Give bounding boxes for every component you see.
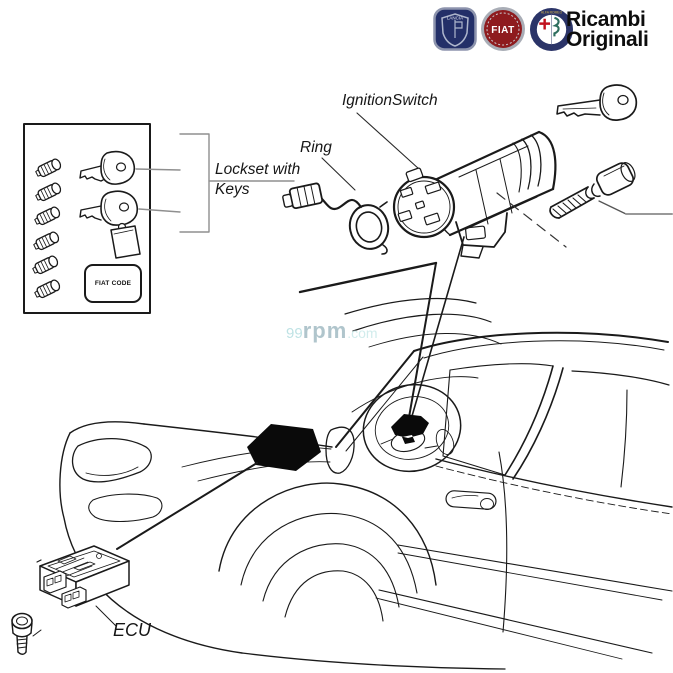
brand-logo-row: LANCIA FIAT ALFA ROMEO [433, 6, 574, 52]
watermark-rpm: rpm [302, 318, 348, 343]
fiat-logo: FIAT [481, 7, 525, 51]
brand-title: Ricambi Originali [566, 8, 649, 51]
shear-bolt-pointer-lines [496, 192, 673, 248]
car-outline [59, 297, 673, 670]
key-1 [79, 150, 136, 185]
alfa-romeo-logo: ALFA ROMEO [529, 7, 574, 51]
brand-title-line1: Ricambi [566, 8, 646, 31]
ecu-label-line [95, 605, 117, 627]
ecu-part [36, 545, 130, 609]
fiat-code-tag: FIAT CODE [84, 264, 142, 303]
lancia-logo-text: LANCIA [447, 16, 463, 21]
watermark-com: .com [347, 325, 378, 341]
brand-title-line2: Originali [566, 28, 649, 51]
ignition-switch-label-line [356, 112, 420, 170]
lock-barrels [32, 158, 62, 299]
lockset-label-line2: Keys [215, 181, 250, 198]
lockset-bracket-lines [135, 133, 295, 233]
lockset-parts-box [23, 123, 151, 314]
ignition-location-pointer [298, 236, 465, 424]
ecu-mounting-bolt-part [11, 612, 42, 655]
fiat-logo-text: FIAT [491, 25, 514, 36]
ignition-switch-part [392, 130, 557, 259]
ecu-label: ECU [113, 620, 152, 640]
ignition-location-marker [391, 414, 429, 444]
ecu-pointer-line [116, 462, 258, 550]
ecu-location-marker [247, 424, 321, 471]
ring-label-line [321, 157, 356, 191]
antenna-ring-part [282, 182, 390, 255]
lancia-logo: LANCIA [433, 7, 477, 51]
ignition-switch-label: IgnitionSwitch [342, 92, 438, 109]
lockset-label-line1: Lockset with [215, 161, 301, 178]
shear-bolt-part [549, 162, 636, 219]
fiat-code-tag-text: FIAT CODE [94, 280, 132, 287]
key-2-with-tag [79, 190, 141, 259]
spare-key-part [556, 84, 638, 121]
ring-connector [282, 182, 324, 210]
alfa-romeo-logo-text: ALFA ROMEO [541, 10, 563, 14]
watermark: 99rpm.com [286, 318, 378, 344]
watermark-99: 99 [286, 325, 303, 342]
ring-label: Ring [300, 139, 332, 156]
switch-pin-slots [397, 181, 442, 226]
